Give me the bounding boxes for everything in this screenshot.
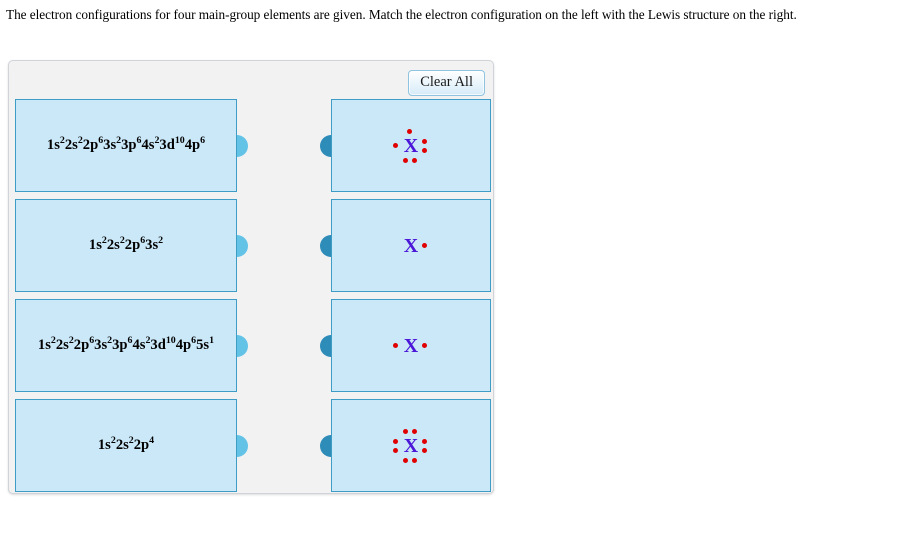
electron-dot-left	[393, 447, 398, 453]
config-card-4[interactable]: 1s22s22p4	[15, 399, 248, 492]
config-card-1-text: 1s22s22p63s23p64s23d104p6	[46, 135, 206, 154]
lewis-structure-column: X X X X	[320, 99, 491, 492]
electron-dot-right	[422, 138, 427, 144]
lewis-card-3[interactable]: X	[320, 299, 491, 392]
electron-dot-right	[422, 438, 427, 444]
matching-exercise-panel: Clear All 1s22s22p63s23p64s23d104p6 1s22…	[8, 60, 494, 494]
lewis-structure-4: X	[384, 423, 438, 469]
electron-dot-bottom	[412, 457, 417, 463]
electron-dot-right	[422, 147, 427, 153]
drag-handle-left-3[interactable]	[237, 334, 248, 357]
lewis-structure-2: X	[384, 223, 438, 269]
electron-dot-top	[407, 128, 412, 134]
drag-handle-right-2[interactable]	[320, 234, 331, 257]
electron-dot-left	[393, 438, 398, 444]
atom-symbol: X	[403, 234, 419, 257]
question-prompt: The electron configurations for four mai…	[6, 7, 797, 22]
config-card-4-text: 1s22s22p4	[97, 435, 155, 454]
electron-dot-top	[403, 428, 408, 434]
electron-dot-right	[422, 447, 427, 453]
config-card-2[interactable]: 1s22s22p63s2	[15, 199, 248, 292]
atom-symbol: X	[403, 134, 419, 157]
config-card-3-text: 1s22s22p63s23p64s23d104p65s1	[37, 335, 215, 354]
atom-symbol: X	[403, 334, 419, 357]
electron-dot-bottom	[403, 457, 408, 463]
lewis-card-1[interactable]: X	[320, 99, 491, 192]
panel-toolbar: Clear All	[408, 70, 485, 98]
electron-configuration-column: 1s22s22p63s23p64s23d104p6 1s22s22p63s2 1…	[15, 99, 248, 492]
config-card-1[interactable]: 1s22s22p63s23p64s23d104p6	[15, 99, 248, 192]
electron-dot-left	[393, 342, 398, 348]
electron-dot-left	[393, 142, 398, 148]
lewis-structure-1: X	[384, 123, 438, 169]
lewis-card-2[interactable]: X	[320, 199, 491, 292]
drag-handle-left-1[interactable]	[237, 134, 248, 157]
clear-all-button[interactable]: Clear All	[408, 70, 485, 96]
atom-symbol: X	[403, 434, 419, 457]
drag-handle-right-3[interactable]	[320, 334, 331, 357]
electron-dot-right	[422, 242, 427, 248]
drag-handle-left-4[interactable]	[237, 434, 248, 457]
lewis-card-4[interactable]: X	[320, 399, 491, 492]
drag-handle-right-1[interactable]	[320, 134, 331, 157]
drag-handle-right-4[interactable]	[320, 434, 331, 457]
config-card-2-text: 1s22s22p63s2	[88, 235, 164, 254]
electron-dot-bottom	[403, 157, 408, 163]
electron-dot-top	[412, 428, 417, 434]
electron-dot-right	[422, 342, 427, 348]
lewis-structure-3: X	[384, 323, 438, 369]
electron-dot-bottom	[412, 157, 417, 163]
drag-handle-left-2[interactable]	[237, 234, 248, 257]
config-card-3[interactable]: 1s22s22p63s23p64s23d104p65s1	[15, 299, 248, 392]
matching-columns: 1s22s22p63s23p64s23d104p6 1s22s22p63s2 1…	[9, 99, 493, 495]
